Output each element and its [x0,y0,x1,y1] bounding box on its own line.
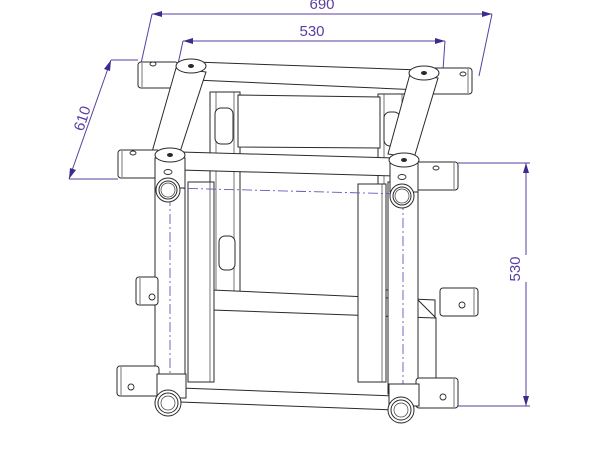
front-top-right-node [388,152,459,209]
bottom-left-node [116,365,187,417]
top-left-node [137,58,207,159]
dimension-610-label: 610 [71,104,95,133]
dimension-690: 690 [139,0,493,77]
dimension-690-label: 690 [309,0,334,13]
dimension-610: 610 [68,59,138,180]
bottom-right-node [387,377,459,424]
dimension-530-top-label: 530 [299,23,324,40]
front-top-left-node [117,147,186,203]
middle-stubs [135,276,479,317]
front-bottom-chord [179,387,397,411]
top-right-node [387,65,473,159]
dimension-530-right: 530 [458,162,530,407]
dimension-530-right-label: 530 [507,256,524,281]
dimension-530-top: 530 [177,23,446,71]
front-left-column [154,177,215,400]
front-right-column [357,181,437,402]
